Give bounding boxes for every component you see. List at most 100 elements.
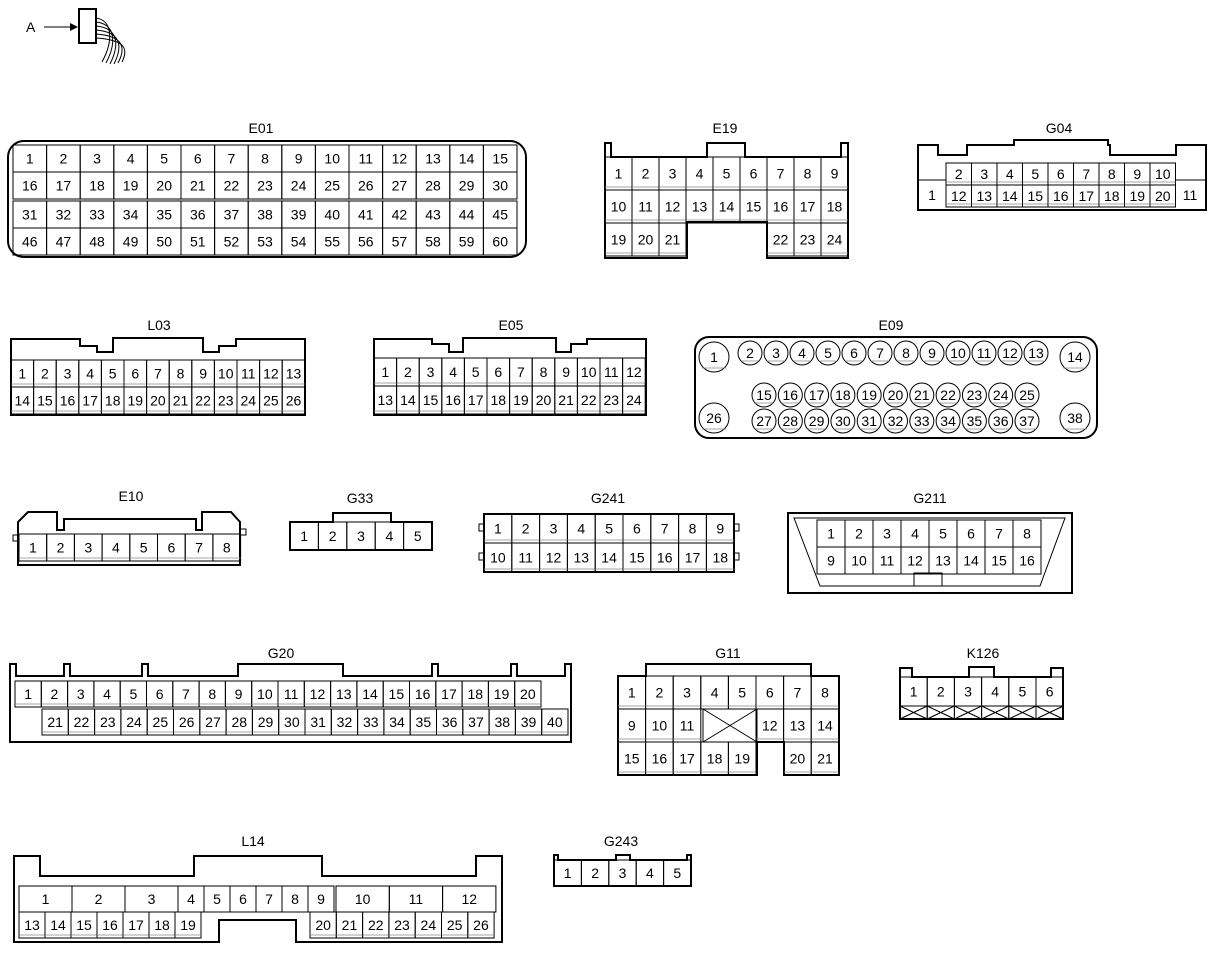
- pin-e01-40: 40: [324, 207, 340, 223]
- pin-e09-5: 5: [824, 345, 832, 361]
- pin-cavity-e09-8: [893, 340, 919, 366]
- pin-l14-2: 2: [95, 891, 103, 907]
- pin-e01-57: 57: [392, 234, 408, 250]
- pin-e05-12: 12: [626, 364, 642, 380]
- pin-e19-8: 8: [804, 166, 812, 182]
- pin-e05-17: 17: [468, 392, 484, 408]
- pin-g33-1: 1: [300, 528, 308, 544]
- pin-g04-8: 8: [1108, 166, 1116, 182]
- pin-g20-32: 32: [337, 714, 353, 730]
- pin-l14-16: 16: [102, 917, 118, 933]
- pin-e19-17: 17: [800, 199, 816, 215]
- pin-g11-18: 18: [707, 751, 723, 767]
- pin-g20-38: 38: [494, 714, 510, 730]
- pin-l14-14: 14: [50, 917, 66, 933]
- pin-e05-1: 1: [381, 364, 389, 380]
- pin-g20-18: 18: [467, 686, 483, 702]
- pin-e05-15: 15: [423, 392, 439, 408]
- pin-e09-30: 30: [835, 413, 851, 429]
- pin-e09-7: 7: [876, 345, 884, 361]
- pin-g20-2: 2: [51, 686, 59, 702]
- pin-g20-3: 3: [77, 686, 85, 702]
- pin-cavity-e09-33: [909, 408, 935, 434]
- connector-title-l14: L14: [241, 833, 265, 849]
- pin-e01-58: 58: [425, 234, 441, 250]
- pin-e09-4: 4: [798, 345, 806, 361]
- pin-g20-31: 31: [310, 714, 326, 730]
- pin-e19-21: 21: [665, 232, 681, 248]
- pin-l14-22: 22: [368, 917, 384, 933]
- pin-e09-11: 11: [977, 345, 992, 361]
- pin-l03-13: 13: [286, 366, 302, 382]
- connector-title-e09: E09: [879, 317, 904, 333]
- pin-g211-8: 8: [1023, 526, 1031, 542]
- connector-title-g04: G04: [1046, 120, 1073, 136]
- pin-l03-5: 5: [109, 366, 117, 382]
- pin-g20-12: 12: [310, 686, 326, 702]
- pin-e01-52: 52: [224, 234, 240, 250]
- pin-k126-2: 2: [937, 684, 945, 700]
- pin-l03-26: 26: [286, 393, 302, 409]
- pin-g241-10: 10: [490, 550, 506, 566]
- pin-g20-40: 40: [547, 714, 563, 730]
- pin-e01-4: 4: [127, 151, 135, 167]
- pin-e09-18: 18: [835, 387, 851, 403]
- pin-cell-g20-20: [514, 680, 542, 708]
- blocked-cavity-mark: [702, 708, 758, 743]
- pin-e09-15: 15: [756, 387, 772, 403]
- pin-cell-e01-60: [482, 227, 518, 256]
- pin-e09-9: 9: [928, 345, 936, 361]
- pin-e01-46: 46: [22, 234, 38, 250]
- pin-e01-25: 25: [324, 178, 340, 194]
- pin-g20-22: 22: [74, 714, 90, 730]
- pin-cell-l03-26: [281, 386, 306, 415]
- pin-e01-37: 37: [224, 207, 240, 223]
- pin-e01-28: 28: [425, 178, 441, 194]
- pin-g20-14: 14: [362, 686, 378, 702]
- pin-e05-7: 7: [517, 364, 525, 380]
- pin-cavity-e09-32: [883, 408, 908, 434]
- pin-e05-22: 22: [581, 392, 597, 408]
- pin-e01-30: 30: [492, 178, 508, 194]
- pin-e01-6: 6: [194, 151, 202, 167]
- pin-l14-7: 7: [265, 891, 273, 907]
- pin-g11-15: 15: [624, 751, 640, 767]
- pin-g11-5: 5: [738, 685, 746, 701]
- pin-e01-24: 24: [291, 178, 307, 194]
- pin-e01-9: 9: [295, 151, 303, 167]
- pin-g241-15: 15: [629, 550, 645, 566]
- pin-e09-36: 36: [993, 413, 1009, 429]
- pin-l14-25: 25: [447, 917, 463, 933]
- pin-g20-21: 21: [47, 714, 63, 730]
- pin-g04-16: 16: [1053, 188, 1069, 204]
- pin-e01-32: 32: [56, 207, 72, 223]
- pin-e09-24: 24: [993, 387, 1009, 403]
- pin-g04-3: 3: [980, 166, 988, 182]
- pin-g20-25: 25: [153, 714, 169, 730]
- pin-e01-42: 42: [392, 207, 408, 223]
- pin-g211-4: 4: [911, 526, 919, 542]
- pin-g04-14: 14: [1002, 188, 1018, 204]
- pin-e05-14: 14: [400, 392, 416, 408]
- pin-e09-27: 27: [756, 413, 772, 429]
- pin-l14-10: 10: [355, 891, 371, 907]
- pin-g04-19: 19: [1129, 188, 1145, 204]
- pin-e10-8: 8: [223, 540, 231, 556]
- pin-e09-1: 1: [710, 349, 718, 365]
- pin-e01-60: 60: [492, 234, 508, 250]
- pin-e19-24: 24: [827, 232, 843, 248]
- pin-e01-36: 36: [190, 207, 206, 223]
- pin-e05-5: 5: [472, 364, 480, 380]
- pin-cell-e05-24: [622, 385, 646, 415]
- pin-e01-31: 31: [22, 207, 38, 223]
- pin-e05-4: 4: [449, 364, 457, 380]
